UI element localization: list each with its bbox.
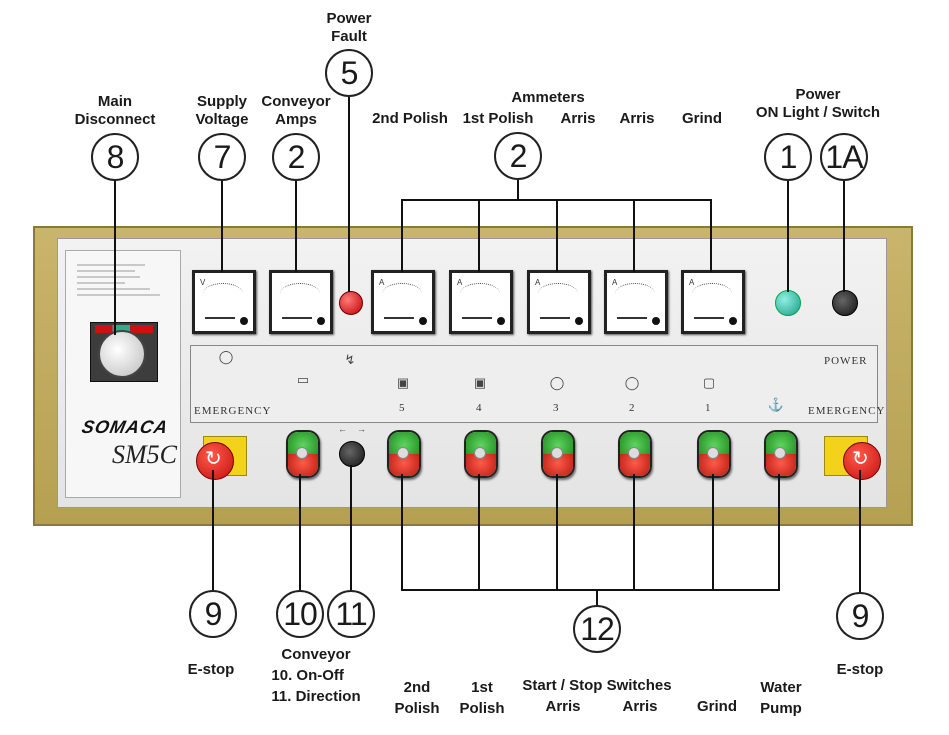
station-2-icon: ◯ (624, 375, 640, 390)
station-1-icon: ▢ (702, 375, 716, 390)
voltmeter: V (192, 270, 256, 334)
station-3-icon: ◯ (549, 375, 565, 390)
label-button-arris-2: Arris (622, 698, 658, 715)
legend-emergency-left: EMERGENCY (194, 405, 272, 417)
label-ammeter-arris-1: Arris (560, 110, 596, 127)
legend-power: POWER (824, 355, 868, 367)
callout-7: 7 (198, 133, 246, 181)
label-start-stop: Start / Stop Switches (522, 677, 672, 694)
direction-arrows-icon: ← → (337, 424, 367, 434)
station-number-2: 2 (629, 402, 636, 414)
ammeter-arris-1: A (527, 270, 591, 334)
callout-11: 11 (327, 590, 375, 638)
conveyor-symbol-icon: ▭ (296, 372, 310, 387)
station-number-1: 1 (705, 402, 712, 414)
station-number-3: 3 (553, 402, 560, 414)
callout-1: 1 (764, 133, 812, 181)
power-fault-lamp (339, 291, 363, 315)
station-5-icon: ▣ (396, 375, 410, 390)
label-ammeter-1st-polish: 1st Polish (462, 110, 534, 127)
callout-2-ammeters: 2 (494, 132, 542, 180)
main-disconnect-label-strip (95, 325, 153, 333)
conveyor-ammeter (269, 270, 333, 334)
ammeter-arris-2: A (604, 270, 668, 334)
label-button-arris-1: Arris (545, 698, 581, 715)
voltmeter-unit: V (200, 278, 206, 287)
start-stop-grind[interactable] (697, 430, 731, 478)
label-ammeter-arris-2: Arris (619, 110, 655, 127)
station-number-5: 5 (399, 402, 406, 414)
spec-sticker-lines (77, 264, 160, 296)
model-name: SM5C (112, 440, 177, 469)
ammeter-grind: A (681, 270, 745, 334)
start-stop-1st-polish[interactable] (464, 430, 498, 478)
water-tap-icon: ⚓ (767, 397, 785, 412)
label-conveyor: Conveyor 10. On-Off 11. Direction (271, 646, 361, 705)
start-stop-2nd-polish[interactable] (387, 430, 421, 478)
station-4-icon: ▣ (473, 375, 487, 390)
label-ammeters: Ammeters (511, 89, 585, 106)
main-disconnect-knob[interactable] (98, 330, 146, 378)
ammeter-unit: A (535, 278, 541, 287)
conveyor-on-off-button[interactable] (286, 430, 320, 478)
label-ammeter-2nd-polish: 2nd Polish (372, 110, 448, 127)
callout-1a: 1A (820, 133, 868, 181)
callout-9-right: 9 (836, 592, 884, 640)
start-stop-arris-2[interactable] (618, 430, 652, 478)
legend-emergency-right: EMERGENCY (808, 405, 886, 417)
ammeter-1st-polish: A (449, 270, 513, 334)
power-switch[interactable] (832, 290, 858, 316)
ammeter-unit: A (612, 278, 618, 287)
label-estop-left: E-stop (187, 661, 235, 678)
estop-left-button[interactable] (196, 442, 234, 480)
label-ammeter-grind: Grind (682, 110, 722, 127)
callout-2-conveyor: 2 (272, 133, 320, 181)
ammeter-unit: A (457, 278, 463, 287)
estop-right-button[interactable] (843, 442, 881, 480)
lightning-icon: ↯ (344, 352, 356, 367)
ammeter-unit: A (689, 278, 695, 287)
callout-8: 8 (91, 133, 139, 181)
station-number-4: 4 (476, 402, 483, 414)
callout-10: 10 (276, 590, 324, 638)
callout-5: 5 (325, 49, 373, 97)
ammeter-unit: A (379, 278, 385, 287)
start-stop-water-pump[interactable] (764, 430, 798, 478)
label-estop-right: E-stop (836, 661, 884, 678)
callout-9-left: 9 (189, 590, 237, 638)
legend-strip (190, 345, 878, 423)
voltage-symbol-icon: ◯ (218, 349, 234, 364)
callout-12: 12 (573, 605, 621, 653)
conveyor-direction-selector[interactable] (339, 441, 365, 467)
label-button-grind: Grind (697, 698, 737, 715)
